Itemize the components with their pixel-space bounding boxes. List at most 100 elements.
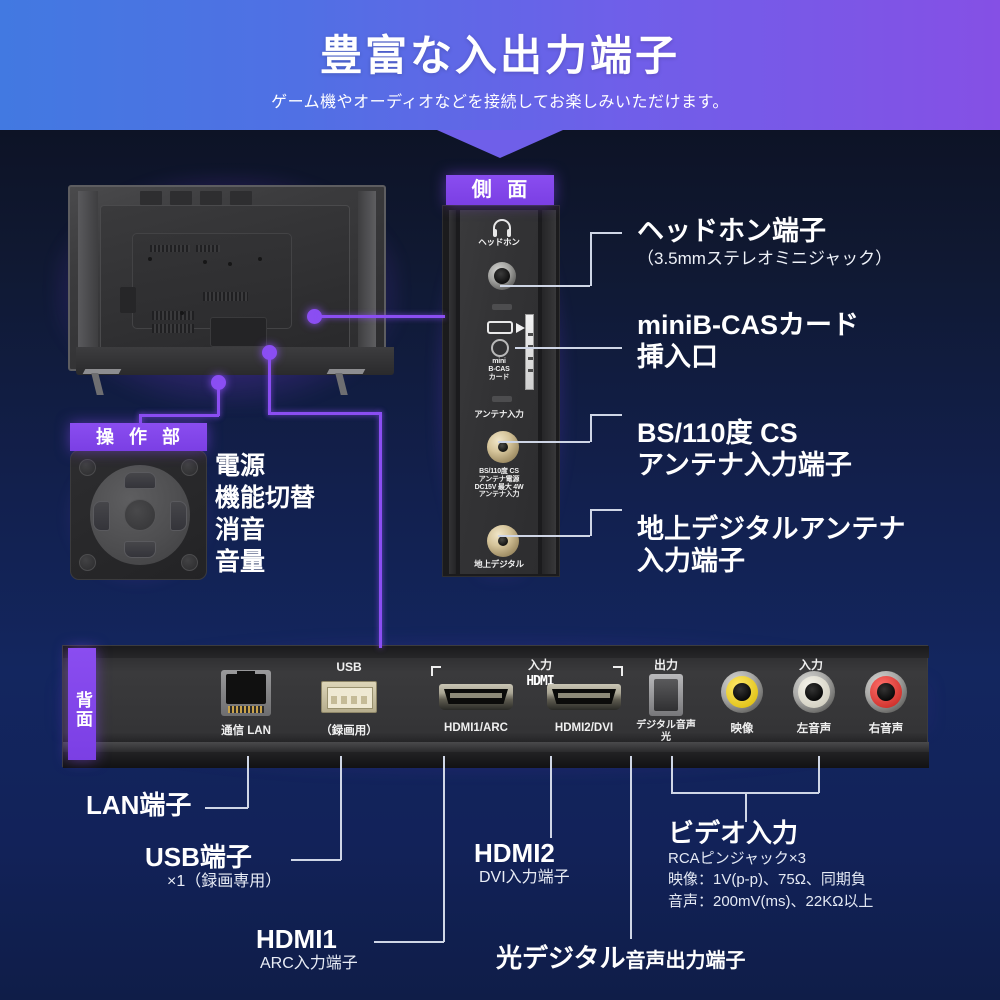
rca-video-jack <box>721 671 763 713</box>
lan-rj45-port <box>221 670 271 716</box>
callout-bs-line2: アンテナ入力端子 <box>637 449 852 480</box>
purple-link-control-h <box>140 414 219 417</box>
bottom-callout-usb: USB端子 ×1（録画専用） <box>145 842 281 893</box>
callout-headphone-title: ヘッドホン端子 <box>637 216 826 246</box>
hdmi2-port <box>547 684 621 710</box>
side-panel-body: ヘッドホン mini B-CAS カード アンテナ入力 BS/110度 CS ア… <box>442 205 560 577</box>
tv-screw <box>180 311 184 315</box>
callout-headphone-sub: （3.5mmステレオミニジャック） <box>637 248 893 268</box>
control-button-up <box>124 472 156 489</box>
side-panel-image: ヘッドホン mini B-CAS カード アンテナ入力 BS/110度 CS ア… <box>433 199 569 583</box>
back-label-hdmi2: HDMI2/DVI <box>554 722 614 734</box>
bcas-insert-arrow-icon <box>516 323 525 333</box>
terrestrial-antenna-jack <box>487 525 519 557</box>
bottom-hdmi1-title: HDMI1 <box>256 924 337 954</box>
leader-video-stem <box>745 792 747 822</box>
bottom-lan-title: LAN端子 <box>86 790 192 820</box>
hdmi-bracket-right <box>613 666 623 676</box>
leader-bs-h1 <box>498 441 590 443</box>
bottom-usb-title: USB端子 <box>145 842 252 872</box>
tv-chassis <box>68 185 394 375</box>
control-screw <box>181 554 198 571</box>
tv-bezel-right <box>358 191 376 373</box>
tv-top-vent <box>230 191 252 205</box>
tv-vent <box>196 245 220 252</box>
usb-port <box>321 681 377 713</box>
back-label-optical: デジタル音声 光 <box>636 720 696 743</box>
tv-top-vent <box>140 191 162 205</box>
bottom-callout-optical: 光デジタル音声出力端子 <box>496 938 745 975</box>
side-label-bcas: mini B-CAS カード <box>488 358 510 381</box>
callout-terr-line2: 入力端子 <box>637 545 745 576</box>
leader-headphone-v <box>590 232 592 286</box>
back-label-optical-top: 出力 <box>653 658 678 672</box>
leader-optical-v <box>630 756 632 939</box>
page-subtitle: ゲーム機やオーディオなどを接続してお楽しみいただけます。 <box>271 94 729 111</box>
callout-bcas-line2: 挿入口 <box>637 341 718 372</box>
page-title: 豊富な入出力端子 <box>319 34 680 80</box>
control-panel-body <box>70 450 207 580</box>
bottom-optical-line: 光デジタル音声出力端子 <box>496 938 745 975</box>
leader-terr-h2 <box>590 509 622 511</box>
callout-bcas: miniB-CASカード 挿入口 <box>637 310 859 374</box>
side-edge-right <box>542 210 556 574</box>
rca-audio-left-jack <box>793 671 835 713</box>
tv-screw <box>228 262 232 266</box>
bottom-video-spec1: RCAピンジャック×3 <box>668 850 807 868</box>
callout-bs-line1: BS/110度 CS <box>637 418 798 448</box>
purple-link-back-v <box>268 352 271 414</box>
badge-back-panel: 背面 <box>68 648 96 760</box>
bottom-video-title: ビデオ入力 <box>668 818 799 848</box>
page-header: 豊富な入出力端子 ゲーム機やオーディオなどを接続してお楽しみいただけます。 <box>0 0 1000 130</box>
bottom-callout-hdmi1: HDMI1 ARC入力端子 <box>256 924 358 975</box>
leader-hdmi1-v <box>443 756 445 942</box>
leader-bs-v <box>590 414 592 442</box>
back-label-hdmi-top: 入力 <box>527 658 552 672</box>
back-panel-top-edge <box>63 646 929 658</box>
bottom-callout-video: ビデオ入力 RCAピンジャック×3 映像：1V(p-p)、75Ω、同期負 音声：… <box>668 818 873 912</box>
control-button-center <box>124 499 156 531</box>
hdmi1-port <box>439 684 513 710</box>
leader-usb-v <box>340 756 342 860</box>
purple-link-control-down <box>139 414 142 426</box>
back-label-usb-top: USB <box>336 660 362 674</box>
side-label-terrestrial: 地上デジタル <box>474 559 524 569</box>
badge-control-panel: 操 作 部 <box>70 423 207 451</box>
leader-bcas-h <box>515 347 622 349</box>
control-panel-image <box>62 444 215 588</box>
bcas-card-slot <box>525 314 534 390</box>
back-panel-lip <box>63 742 929 752</box>
purple-link-control-v <box>217 382 220 416</box>
leader-headphone-h2 <box>590 232 622 234</box>
leader-hdmi1-h <box>374 941 444 943</box>
side-slot-marker-2 <box>492 396 512 402</box>
header-notch-triangle <box>437 130 563 158</box>
hotspot-dot-side-panel <box>307 309 322 324</box>
tv-rear-view-image <box>52 173 402 408</box>
control-screw <box>79 459 96 476</box>
side-label-headphone: ヘッドホン <box>478 237 520 247</box>
back-panel-image: 通信 LAN USB （録画用） 入力 HDMI HDMI1/ARC HDMI2… <box>54 637 936 775</box>
back-label-hdmi1: HDMI1/ARC <box>444 722 508 734</box>
tv-stand-foot-right <box>324 369 372 395</box>
bottom-video-spec2: 映像：1V(p-p)、75Ω、同期負 <box>668 871 866 889</box>
control-screw <box>181 459 198 476</box>
leader-lan-v <box>247 756 249 808</box>
bcas-card-outline-icon <box>487 321 513 334</box>
back-label-audio-right: 右音声 <box>868 723 904 735</box>
tv-screw <box>258 257 262 261</box>
leader-hdmi2-v <box>550 756 552 838</box>
back-label-rca-top: 入力 <box>798 658 823 672</box>
tv-side-notch <box>120 287 136 313</box>
tv-bezel-left <box>78 191 98 373</box>
tv-screw <box>148 257 152 261</box>
back-panel-body: 通信 LAN USB （録画用） 入力 HDMI HDMI1/ARC HDMI2… <box>62 645 929 768</box>
leader-usb-h <box>291 859 341 861</box>
purple-link-side <box>320 315 445 318</box>
bs-cs-antenna-jack <box>487 431 519 463</box>
bottom-optical-small: 音声出力端子 <box>625 950 746 972</box>
leader-bs-h2 <box>590 414 622 416</box>
bottom-optical-big: 光デジタル <box>496 943 626 973</box>
bottom-callout-lan: LAN端子 <box>86 790 191 820</box>
callout-bcas-line1: miniB-CASカード <box>637 310 859 340</box>
